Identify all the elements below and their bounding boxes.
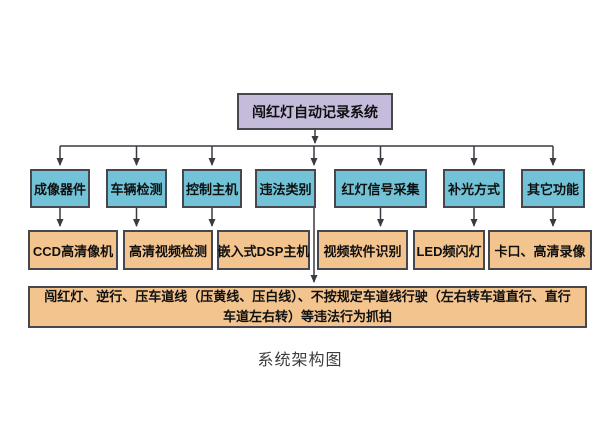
violation-behavior-line1: 闯红灯、逆行、压车道线（压黄线、压白线）、不按规定车道线行驶（左右转车道直行、直…: [44, 288, 571, 304]
node-red-light-signal-collection: 红灯信号采集: [334, 169, 427, 208]
node-led-strobe-light: LED频闪灯: [413, 230, 485, 270]
node-control-host: 控制主机: [182, 169, 242, 208]
node-vehicle-detection: 车辆检测: [106, 169, 167, 208]
node-checkpoint-hd-recording: 卡口、高清录像: [488, 230, 592, 270]
node-hd-video-detection: 高清视频检测: [123, 230, 213, 270]
node-video-software-recognition: 视频软件识别: [317, 230, 408, 270]
node-violation-behavior-capture: 闯红灯、逆行、压车道线（压黄线、压白线）、不按规定车道线行驶（左右转车道直行、直…: [28, 286, 587, 328]
node-ccd-hd-camera: CCD高清像机: [28, 230, 118, 270]
node-fill-light-mode: 补光方式: [443, 169, 505, 208]
node-embedded-dsp-host: 嵌入式DSP主机: [217, 230, 310, 270]
diagram-caption: 系统架构图: [257, 352, 343, 369]
node-root: 闯红灯自动记录系统: [237, 93, 393, 130]
node-violation-category: 违法类别: [255, 169, 316, 208]
node-imaging-device: 成像器件: [30, 169, 90, 208]
node-other-functions: 其它功能: [521, 169, 585, 208]
violation-behavior-line2: 车道左右转）等违法行为抓拍: [222, 309, 392, 324]
